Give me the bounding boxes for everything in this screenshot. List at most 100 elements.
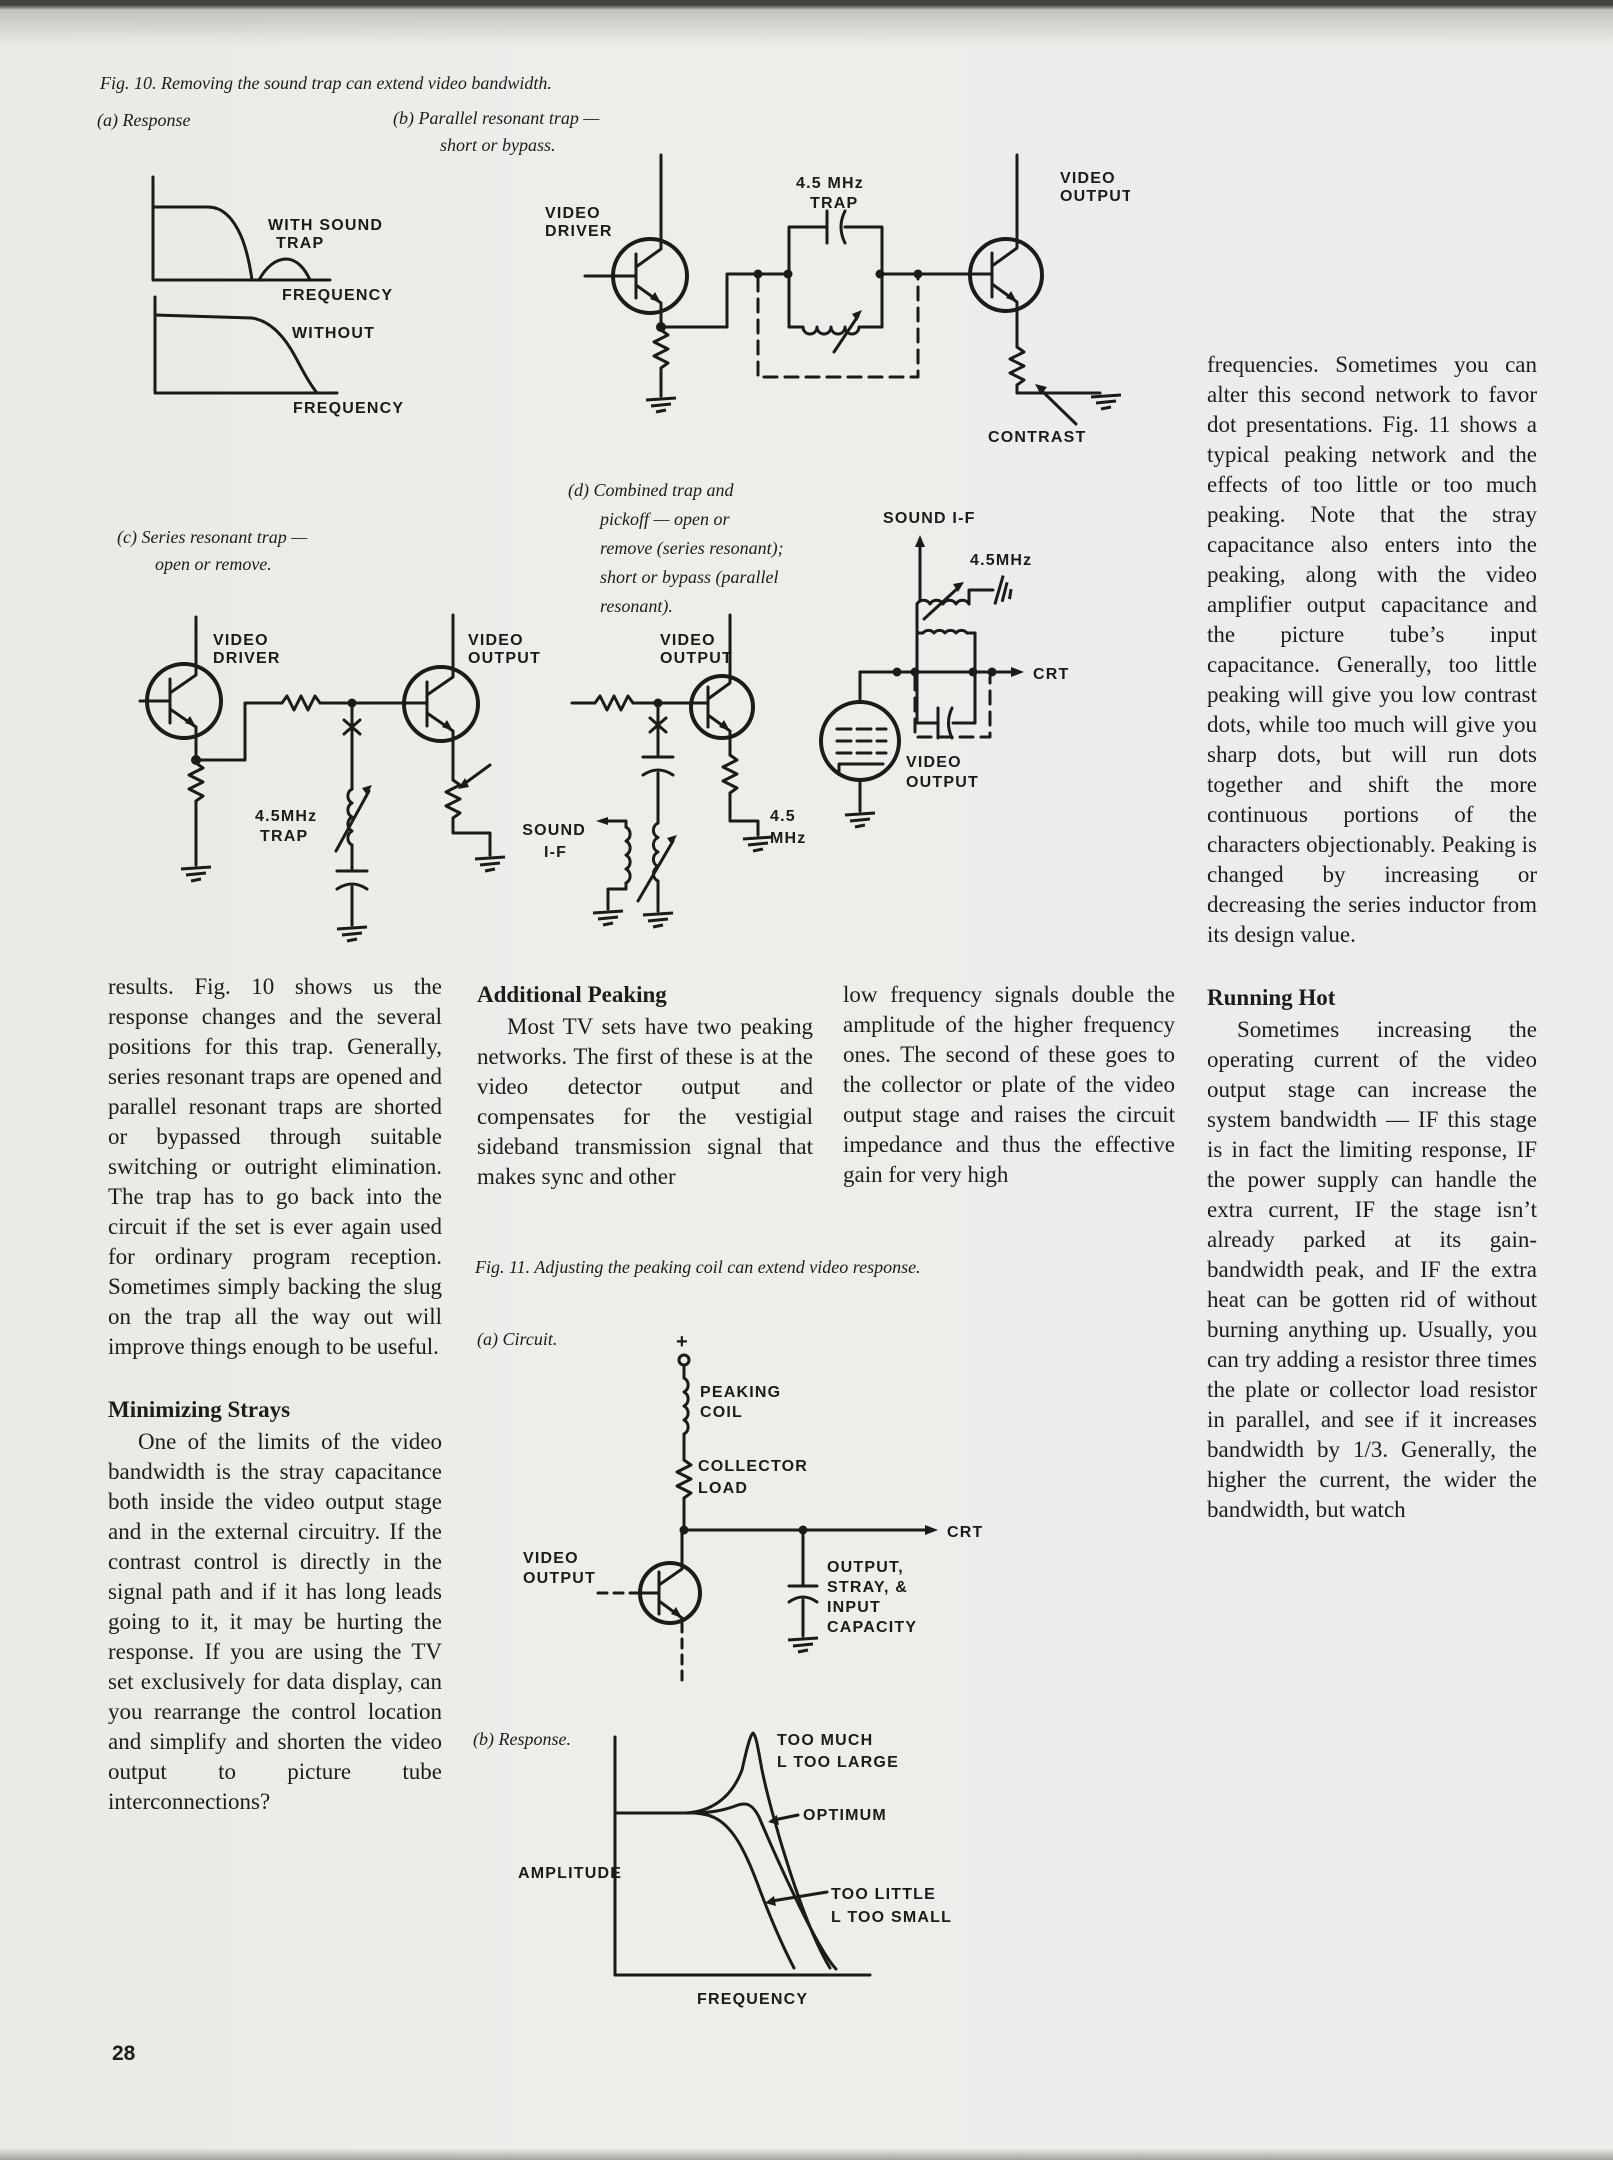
fig10d-caption-line1: (d) Combined trap and [568,480,734,500]
right-paragraph-1: frequencies. Sometimes you can alter thi… [1207,352,1537,947]
contrast-resistor [1008,345,1102,395]
ground-icon [591,909,625,927]
c-pot-arrowhead [458,778,469,789]
ground-icon [641,911,675,929]
tube-cathode [837,762,885,775]
video-output-tube [819,670,901,829]
sound-if-arrowhead [596,817,608,825]
third-paragraph-1: low frequency signals double the amplitu… [843,982,1175,1187]
crt-label: CRT [947,1524,983,1541]
ground-icon [335,925,369,943]
trap-capacitor [641,755,675,825]
ground-icon [741,835,775,853]
fig10a-label-text: (a) Response [97,110,191,130]
fig10d-caption-line4: short or bypass (parallel [600,567,779,587]
fig10a-response-graphs: WITH SOUND TRAP FREQUENCY WITHOUT FREQUE… [151,175,404,417]
fig10c-caption-line2: open or remove. [155,554,272,574]
video-output-transistor [596,1528,702,1682]
page-number: 28 [112,2042,136,2065]
with-sound-trap-graph: WITH SOUND TRAP FREQUENCY [151,175,393,304]
axes [151,175,332,282]
open-x-mark [342,701,362,791]
c-video-output-transistor [402,613,480,782]
fig10d-caption-line5: resonant). [600,596,673,616]
emitter-arrow [185,716,196,727]
pickoff-inductor [915,598,971,606]
too-little-label-2: L TOO SMALL [831,1909,952,1926]
d-video-output-label-1: VIDEO [660,632,716,649]
fig10b-caption-line2: short or bypass. [440,135,556,155]
fig10b-caption-line1: (b) Parallel resonant trap — [393,108,600,128]
node-dot [968,667,978,677]
video-output-label-2: OUTPUT [523,1570,596,1587]
video-driver-transistor [583,153,689,326]
capacity-label-1: OUTPUT, [827,1559,904,1576]
crt-arrowhead [1011,667,1024,677]
crt-arrowhead [925,1525,938,1535]
too-much-curve [615,1731,832,1970]
left-column: results. Fig. 10 shows us the response c… [108,972,442,1817]
too-little-arrowhead [765,1896,776,1906]
heading-additional-peaking: Additional Peaking [477,982,667,1007]
d-if-label: I-F [544,844,567,861]
c-trap-label: TRAP [260,828,308,845]
ground-icon [1089,393,1123,411]
d-sound-pickoff-coil [591,817,632,927]
fig11a-label: (a) Circuit. [477,1326,557,1353]
fig11-caption-text: Fig. 11. Adjusting the peaking coil can … [475,1257,921,1277]
bypass-dashed-wire [913,675,992,739]
fig11b-response-graph: AMPLITUDE FREQUENCY TOO MUCH L TOO LARGE… [518,1731,952,2008]
middle-column: Additional Peaking Most TV sets have two… [477,980,813,1192]
collector-load-resistor [675,1458,693,1532]
d-mhz-label-1: 4.5 [770,808,796,825]
node-dot [913,269,923,279]
sound-if-arrowhead [915,535,925,547]
contrast-arrow [1039,388,1078,426]
heading-minimizing-strays: Minimizing Strays [108,1397,291,1422]
frequency-label-2: FREQUENCY [293,400,404,417]
trap-inductor [346,787,354,847]
sound-if-wire [600,819,628,829]
peaking-coil-label-1: PEAKING [700,1384,781,1401]
too-little-arrow [770,1890,829,1903]
pickoff-inductor [624,825,632,885]
bypass-dashed-wire [756,276,920,379]
emitter-arrow [650,292,661,303]
left-paragraph-1: results. Fig. 10 shows us the response c… [108,974,442,1359]
c-video-output-label-2: OUTPUT [468,650,541,667]
emitter-resistor [652,328,670,398]
without-trap-graph: WITHOUT FREQUENCY [153,295,404,417]
ground-icon [644,396,678,414]
middle-paragraph-1: Most TV sets have two peaking networks. … [477,1014,813,1189]
c-series-resonant-trap [334,701,372,943]
variable-arrowhead [362,785,372,795]
open-x-mark [648,701,668,759]
fig10c-caption-line1: (c) Series resonant trap — [117,527,308,547]
response-curve [153,313,319,395]
tube-grid-dashes [835,727,888,755]
stray-capacitance [786,1528,820,1654]
third-column: low frequency signals double the amplitu… [843,980,1175,1190]
right-column: frequencies. Sometimes you can alter thi… [1207,350,1537,1525]
capacity-label-3: INPUT [827,1599,881,1616]
fig10b-caption: (b) Parallel resonant trap — short or by… [393,105,599,159]
c-video-driver-label-1: VIDEO [213,632,269,649]
optimum-label: OPTIMUM [803,1807,887,1824]
frequency-axis-label: FREQUENCY [697,1991,808,2008]
sound-trap-bump [257,257,312,282]
optimum-arrow [772,1813,800,1822]
emitter-arrow [442,720,453,731]
emitter-arrow [671,1607,682,1618]
fig10d-caption: (d) Combined trap and pickoff — open or … [568,476,784,621]
left-paragraph-2: One of the limits of the video bandwidth… [108,1429,442,1814]
fig10a-label: (a) Response [97,107,190,134]
trap-capacitor [915,706,977,740]
amplitude-axis-label: AMPLITUDE [518,1865,622,1882]
capacity-label-2: STRAY, & [827,1579,908,1596]
c-pot-arrow [462,763,492,786]
video-driver-label-1: VIDEO [545,205,601,222]
frequency-label-1: FREQUENCY [282,287,393,304]
ground-icon [843,811,877,829]
ground-icon [179,865,213,883]
emitter-arrow [1006,291,1017,302]
